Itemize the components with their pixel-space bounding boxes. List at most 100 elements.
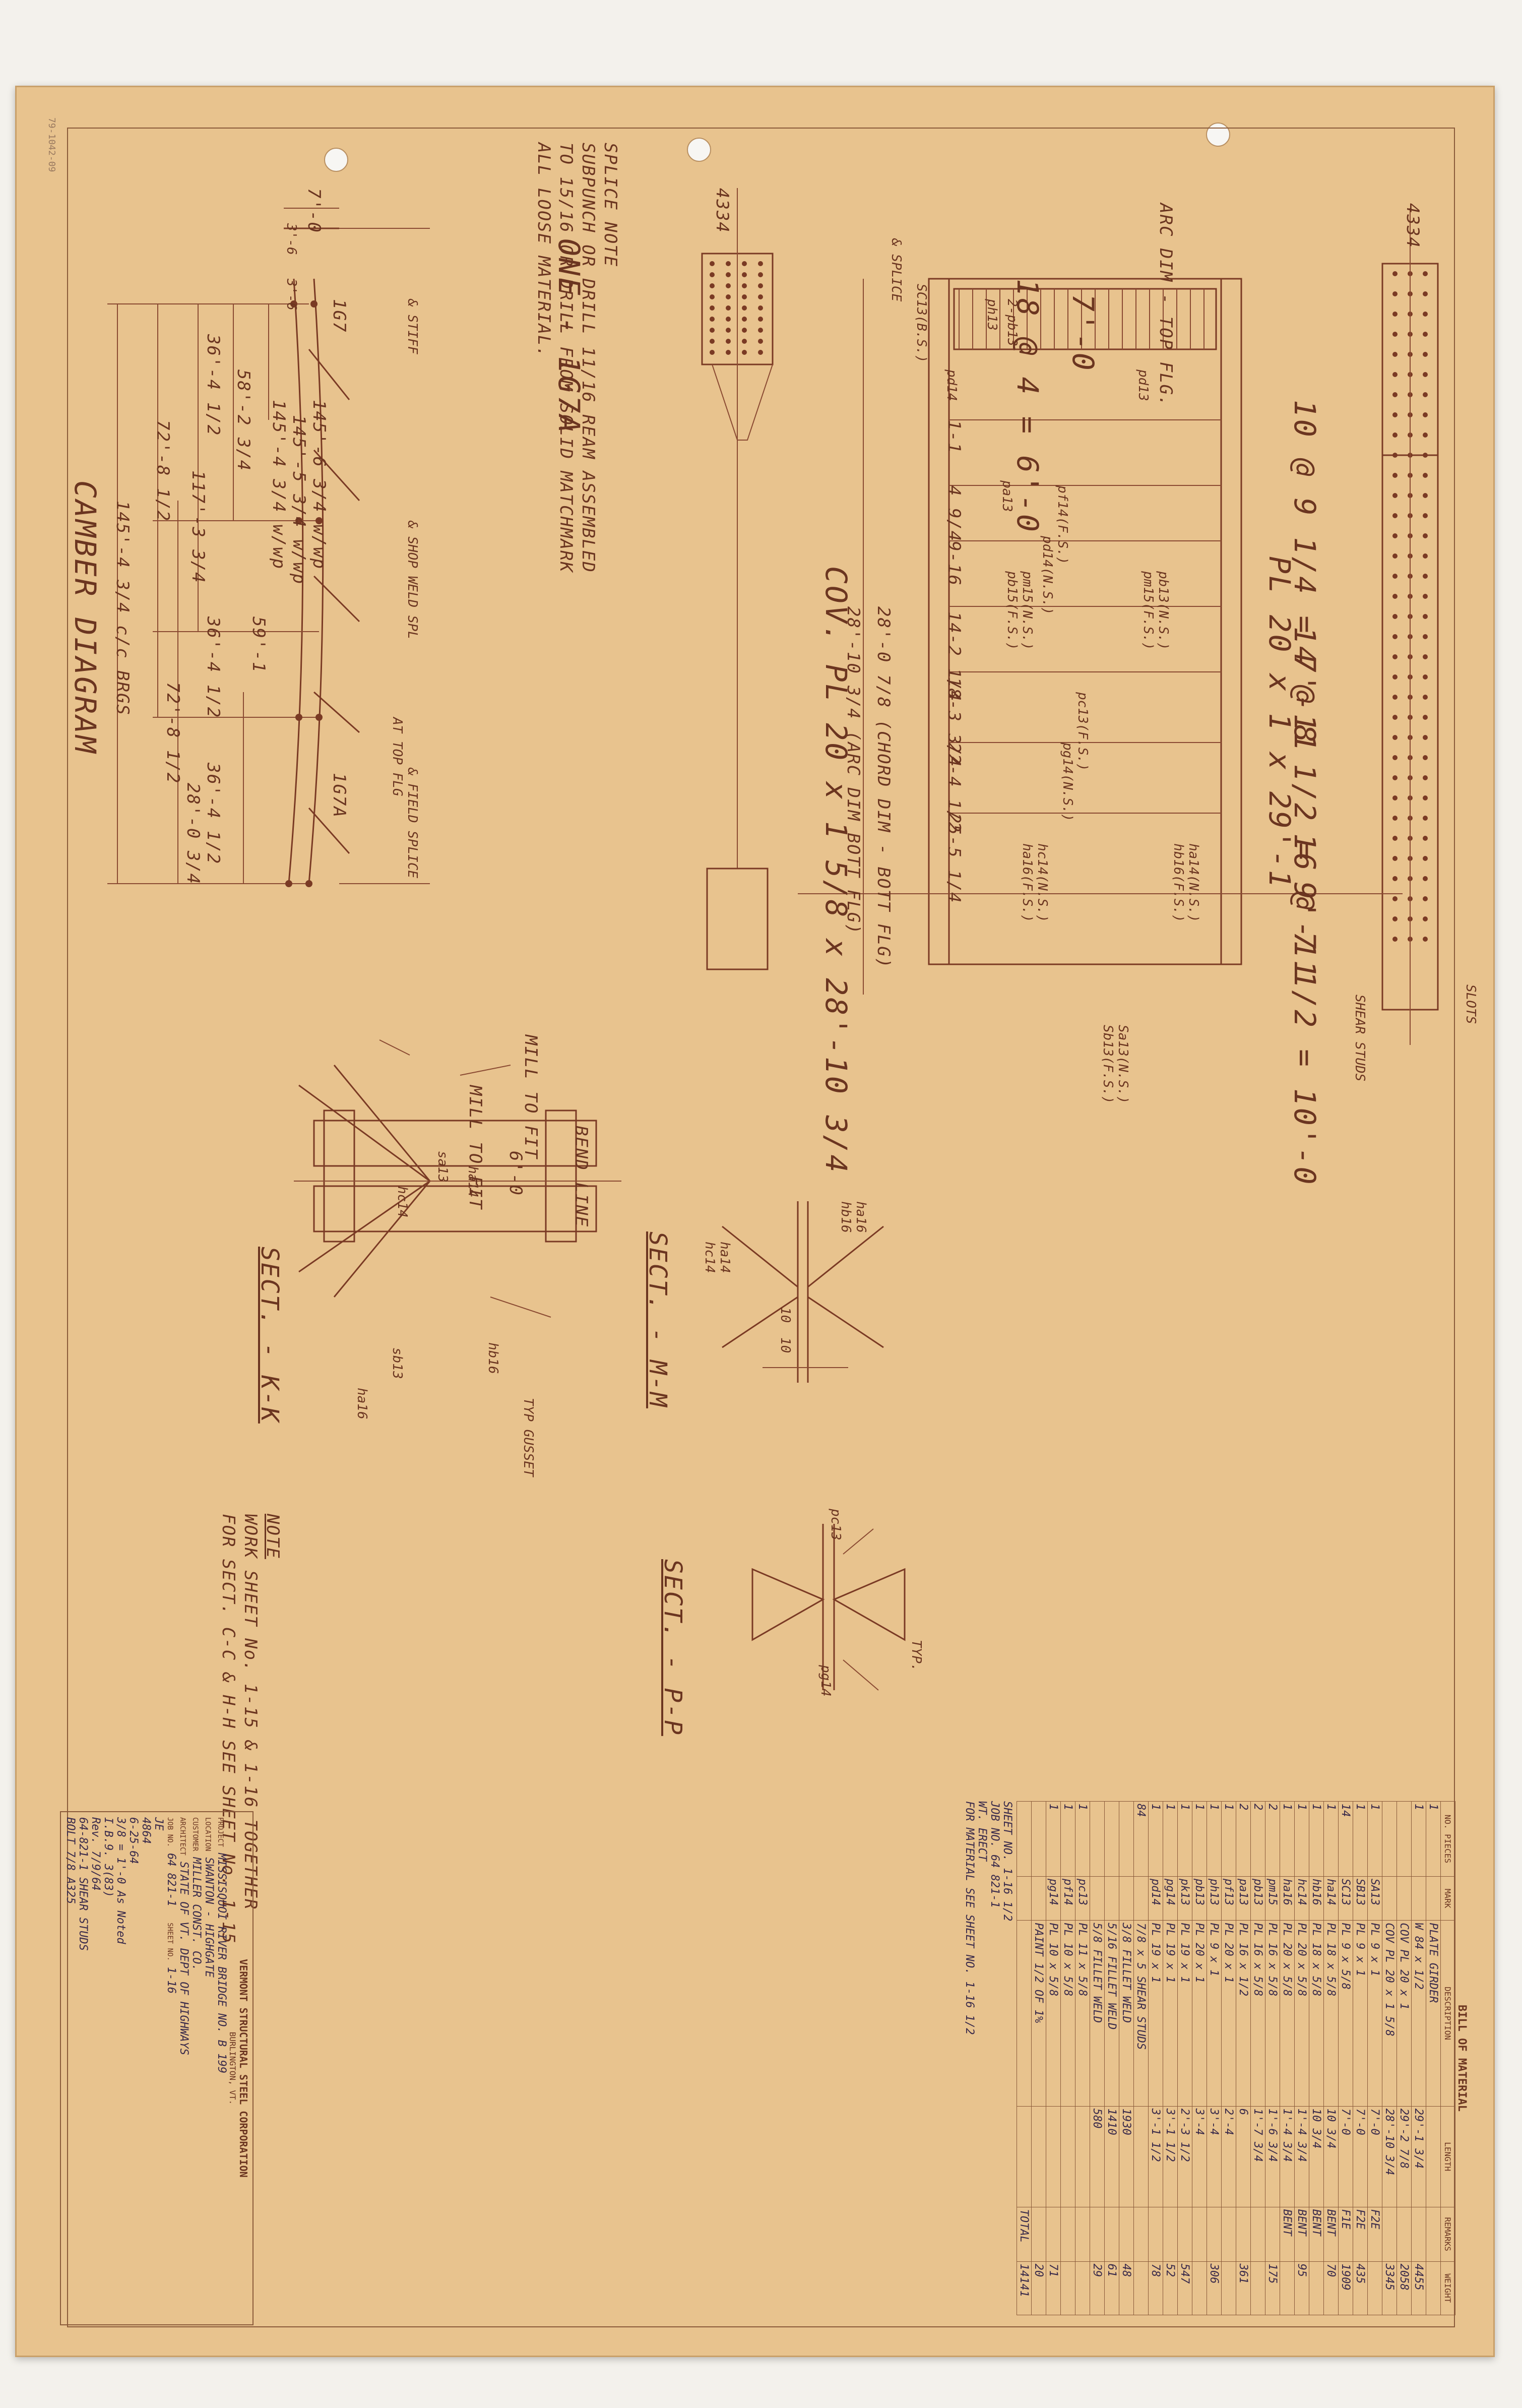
bolt-hole — [742, 317, 747, 322]
tb-customer: MILLER CONST. CO. — [190, 1857, 203, 1971]
bolt-hole — [1423, 836, 1428, 841]
bolt-hole — [1392, 816, 1398, 821]
bolt-hole — [726, 305, 731, 311]
bom-cell: 175 — [1265, 2261, 1280, 2315]
bolt-hole — [726, 339, 731, 344]
bom-cell: 7'-0 — [1367, 2106, 1382, 2207]
piece-mark: pg14(N.S.) — [1060, 743, 1075, 822]
bolt-hole — [1423, 412, 1428, 417]
bolt-hole — [710, 261, 715, 266]
bom-cell — [1060, 2207, 1075, 2262]
bom-cell: 547 — [1177, 2261, 1192, 2315]
sect-mm-mark: hc14 — [702, 1242, 717, 1273]
tb-sheet: 1-16 — [165, 1966, 177, 1994]
bom-cell: BENT — [1280, 2207, 1295, 2262]
bom-cell: 1909 — [1338, 2261, 1353, 2315]
bolt-hole — [742, 261, 747, 266]
bom-cell: 29'-2 7/8 — [1397, 2106, 1412, 2207]
bom-cell — [1280, 2261, 1295, 2315]
bom-cell: 1 — [1353, 1801, 1368, 1877]
bom-cell: 1 — [1046, 1801, 1061, 1877]
bom-cell: pc13 — [1075, 1876, 1090, 1921]
bom-cell: PL 9 x 1 — [1207, 1920, 1222, 2107]
tb-job: 64 821-1 — [165, 1853, 177, 1907]
bolt-hole — [1423, 574, 1428, 579]
piece-mark: pc13(F.S.) — [1075, 692, 1090, 771]
bolt-hole — [726, 272, 731, 277]
bolt-hole — [1423, 392, 1428, 397]
bom-cell: PL 18 x 5/8 — [1323, 1920, 1339, 2107]
bom-cell — [1192, 2207, 1207, 2262]
camber-dim: 58'-2 3/4 — [233, 369, 253, 472]
bom-cell — [1031, 1876, 1046, 1921]
bom-cell — [1426, 2106, 1441, 2207]
bolt-hole — [1392, 433, 1398, 438]
bolt-hole — [710, 272, 715, 277]
camber-title: CAMBER DIAGRAM — [68, 480, 102, 755]
bom-cell: 4455 — [1411, 2261, 1426, 2315]
bom-cell: PL 20 x 1 — [1192, 1920, 1207, 2107]
bolt-hole — [1423, 674, 1428, 680]
bom-cell: 435 — [1353, 2261, 1368, 2315]
bom-cell: 1 — [1177, 1801, 1192, 1877]
bom-cell: 1 — [1411, 1801, 1426, 1877]
camber-dim: 145'-4 3/4 w/wp — [269, 400, 289, 570]
bolt-hole — [1423, 372, 1428, 377]
bolt-hole — [1423, 594, 1428, 599]
bom-cell — [1075, 2207, 1090, 2262]
bolt-hole — [1392, 574, 1398, 579]
bom-cell: 71 — [1046, 2261, 1061, 2315]
bom-cell: 1 — [1207, 1801, 1222, 1877]
bolt-hole — [1392, 392, 1398, 397]
bolt-hole — [758, 261, 763, 266]
bom-cell: 1'-6 3/4 — [1265, 2106, 1280, 2207]
tb-location-label: LOCATION — [204, 1817, 212, 1851]
bolt-hole — [1392, 412, 1398, 417]
bom-cell — [1046, 2106, 1061, 2207]
bolt-hole — [1423, 795, 1428, 800]
bom-cell: 10 3/4 — [1323, 2106, 1339, 2207]
bom-cell: 2 — [1265, 1801, 1280, 1877]
sect-kk-mark: sa13 — [435, 1151, 450, 1183]
bolt-hole — [1392, 634, 1398, 639]
bom-cell: pf14 — [1060, 1876, 1075, 1921]
section-kk-drawing — [294, 1039, 621, 1318]
bolt-hole — [1392, 735, 1398, 740]
piece-mark: pb15(F.S.) — [1004, 571, 1020, 650]
bom-cell: 29 — [1090, 2261, 1105, 2315]
bolt-hole — [1392, 755, 1398, 760]
bom-cell: pd14 — [1148, 1876, 1163, 1921]
bolt-hole — [758, 283, 763, 288]
bom-cell: SB13 — [1353, 1876, 1368, 1921]
drawing-sheet: 79-1042-09 7'-0 3'-6 3'-6 145'-6 — [15, 86, 1495, 2357]
bom-cell — [1221, 2207, 1236, 2262]
bom-cell: F1E — [1338, 2207, 1353, 2262]
bom-cell: hc14 — [1294, 1876, 1309, 1921]
bom-cell: 78 — [1148, 2261, 1163, 2315]
bolt-hole — [710, 350, 715, 355]
bolt-hole — [1392, 271, 1398, 276]
bom-cell: W 84 x 1/2 — [1411, 1920, 1426, 2107]
bom-cell — [1031, 2207, 1046, 2262]
bom-cell — [1119, 1801, 1134, 1877]
bolt-hole — [1392, 896, 1398, 901]
bolt-hole — [1423, 312, 1428, 317]
tb-customer-label: CUSTOMER — [191, 1817, 199, 1851]
bom-cell: pb13 — [1192, 1876, 1207, 1921]
bom-cell — [1075, 2261, 1090, 2315]
bolt-hole — [1423, 856, 1428, 861]
bolt-hole — [1423, 614, 1428, 619]
bom-cell — [1148, 2207, 1163, 2262]
bom-cell: PL 10 x 5/8 — [1060, 1920, 1075, 2107]
tb-company: VERMONT STRUCTURAL STEEL CORPORATION — [237, 1959, 249, 2178]
bom-cell: 20 — [1031, 2261, 1046, 2315]
bolt-hole — [1423, 775, 1428, 780]
bom-cell: 1 — [1426, 1801, 1441, 1877]
bom-cell: 1 — [1221, 1801, 1236, 1877]
